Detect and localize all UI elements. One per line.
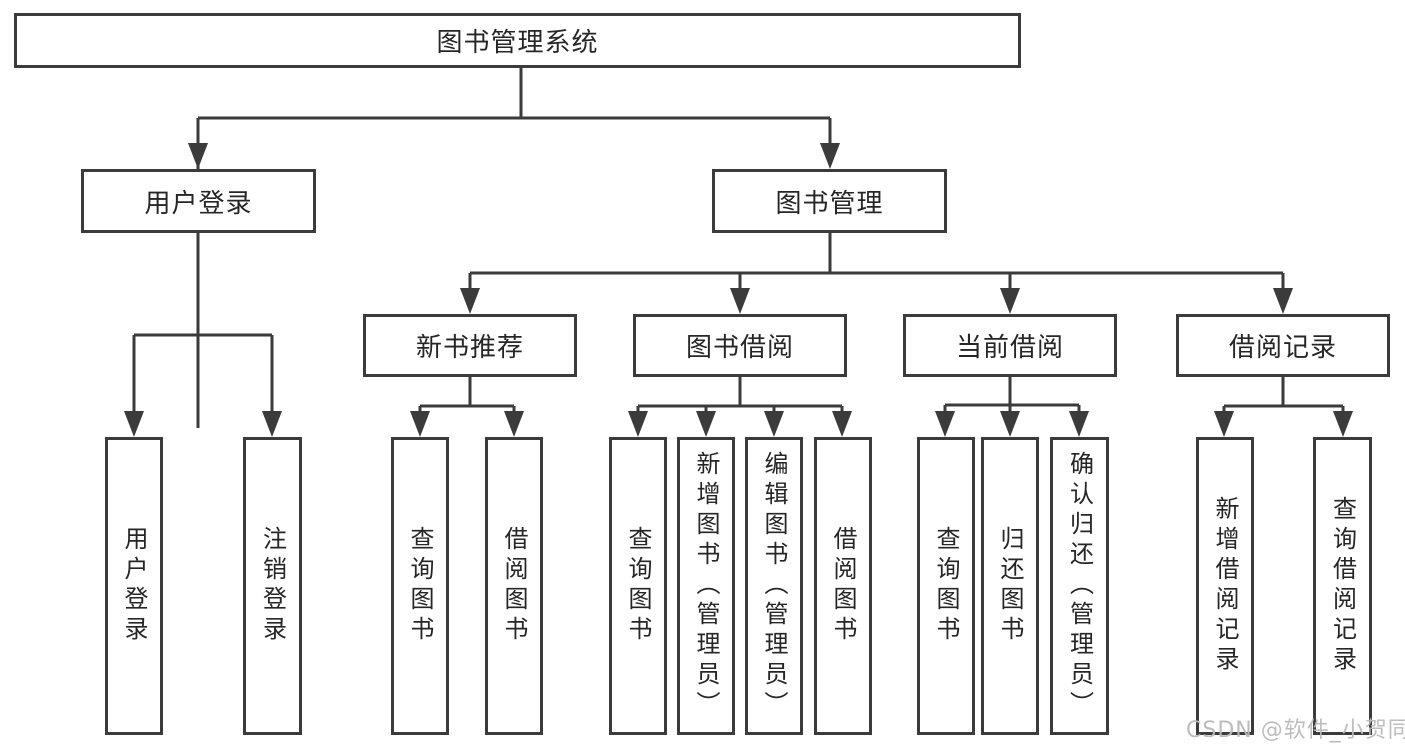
leaf-logout-label: 注销登录 xyxy=(258,526,287,646)
leaf-query-books-recommend: 查询图书 xyxy=(391,437,449,735)
leaf-edit-book-admin-label: 编辑图书（管理员） xyxy=(760,451,788,721)
leaf-borrow-books-recommend: 借阅图书 xyxy=(485,437,543,735)
node-new-book-recommendation: 新书推荐 xyxy=(363,314,577,377)
leaf-add-borrow-record-label: 新增借阅记录 xyxy=(1211,496,1239,676)
node-borrowing-records: 借阅记录 xyxy=(1176,314,1390,377)
leaf-add-book-admin-label: 新增图书（管理员） xyxy=(692,451,720,721)
node-book-management: 图书管理 xyxy=(712,169,947,233)
leaf-confirm-return-admin-label: 确认归还（管理员） xyxy=(1065,451,1094,721)
leaf-query-books-current: 查询图书 xyxy=(917,437,975,735)
leaf-borrow-books: 借阅图书 xyxy=(814,437,872,735)
leaf-query-books-recommend-label: 查询图书 xyxy=(406,526,434,646)
leaf-add-book-admin: 新增图书（管理员） xyxy=(677,437,735,735)
node-current-borrowing: 当前借阅 xyxy=(903,314,1117,377)
node-borrowing-records-label: 借阅记录 xyxy=(1228,333,1337,363)
leaf-borrow-books-recommend-label: 借阅图书 xyxy=(500,526,528,646)
node-user-login: 用户登录 xyxy=(81,169,316,233)
leaf-confirm-return-admin: 确认归还（管理员） xyxy=(1050,437,1109,735)
node-book-borrowing: 图书借阅 xyxy=(633,314,847,377)
leaf-user-login: 用户登录 xyxy=(105,437,163,735)
leaf-add-borrow-record: 新增借阅记录 xyxy=(1196,437,1254,735)
leaf-query-books-borrow: 查询图书 xyxy=(609,437,667,735)
leaf-logout: 注销登录 xyxy=(243,437,302,735)
node-user-login-label: 用户登录 xyxy=(144,188,253,219)
csdn-watermark: CSDN @软件_小贺同学 xyxy=(1186,718,1405,743)
leaf-query-books-borrow-label: 查询图书 xyxy=(624,526,652,646)
leaf-query-books-current-label: 查询图书 xyxy=(932,526,960,646)
node-root-label: 图书管理系统 xyxy=(436,28,599,58)
node-book-management-label: 图书管理 xyxy=(775,188,884,219)
leaf-return-book: 归还图书 xyxy=(981,437,1039,735)
node-new-book-recommendation-label: 新书推荐 xyxy=(415,333,524,363)
leaf-borrow-books-label: 借阅图书 xyxy=(829,526,857,646)
leaf-query-borrow-record-label: 查询借阅记录 xyxy=(1328,496,1357,676)
leaf-user-login-label: 用户登录 xyxy=(120,526,148,646)
leaf-edit-book-admin: 编辑图书（管理员） xyxy=(745,437,803,735)
leaf-query-borrow-record: 查询借阅记录 xyxy=(1313,437,1372,735)
node-root-system: 图书管理系统 xyxy=(14,13,1021,68)
node-current-borrowing-label: 当前借阅 xyxy=(955,333,1064,363)
leaf-return-book-label: 归还图书 xyxy=(996,526,1024,646)
node-book-borrowing-label: 图书借阅 xyxy=(685,333,794,363)
